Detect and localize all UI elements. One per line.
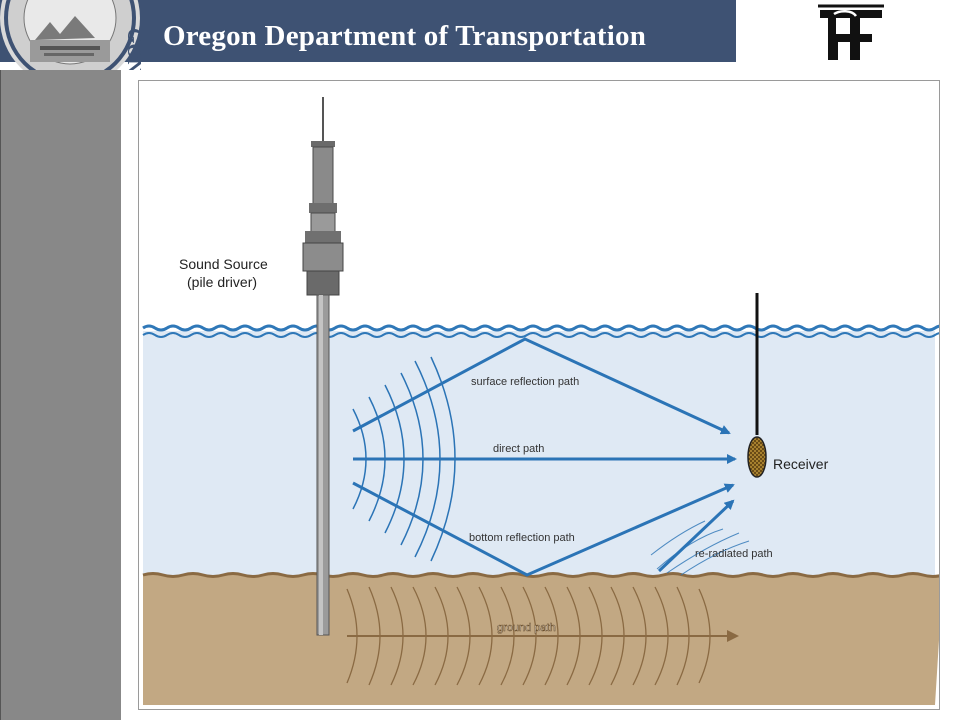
water-body [143, 331, 935, 575]
reradiated-path [657, 499, 735, 573]
transmission-paths [352, 337, 737, 577]
sidebar-panel [0, 70, 121, 720]
reradiated-wavefronts [650, 520, 750, 576]
receiver-hydrophone [747, 293, 767, 478]
water-surface [142, 324, 939, 332]
sound-source-label: Sound Source [179, 256, 268, 272]
direct-path-label: direct path [493, 443, 544, 455]
diagram-canvas: Sound Source (pile driver) surface refle… [142, 97, 939, 705]
odot-logo-icon [816, 4, 886, 64]
surface-reflection-path [352, 337, 731, 435]
ground-path-label: ground path [497, 622, 556, 634]
page-title: Oregon Department of Transportation [163, 20, 647, 52]
surface-reflection-label: surface reflection path [471, 376, 579, 388]
header-bar: Oregon Department of Transportation GON [0, 0, 736, 70]
bottom-reflection-label: bottom reflection path [469, 532, 575, 544]
receiver-label: Receiver [773, 456, 829, 472]
seal-lettering: GON [123, 28, 145, 70]
underwater-sound-diagram: Sound Source (pile driver) surface refle… [138, 80, 940, 710]
sediment-layer [143, 573, 939, 705]
state-seal-icon [0, 0, 150, 70]
pile-driver [302, 97, 344, 636]
seal-text: GON [123, 28, 145, 70]
pile-driver-label: (pile driver) [187, 274, 257, 290]
reradiated-label: re-radiated path [695, 548, 773, 560]
bottom-reflection-path [352, 481, 735, 577]
